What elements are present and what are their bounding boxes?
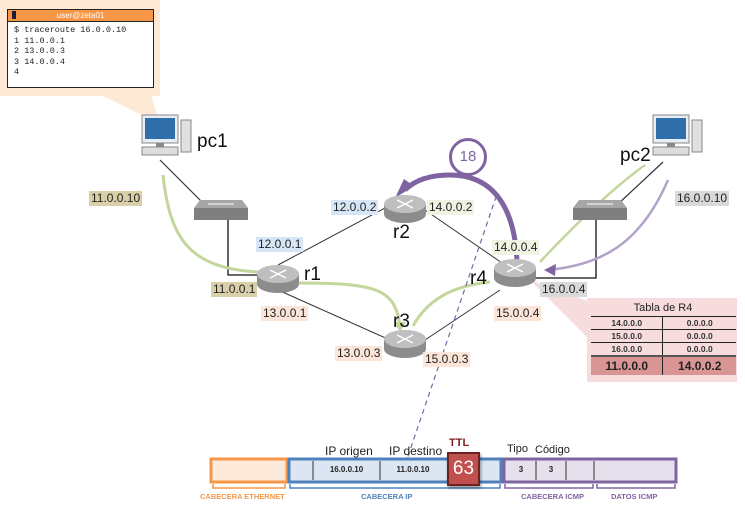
icmp-type-label: Tipo [507, 443, 528, 455]
terminal-line: 1 11.0.0.1 [14, 35, 66, 46]
terminal-title: user@zeta01 [56, 11, 105, 20]
link-r3-r4 [424, 289, 501, 341]
route-destination: 11.0.0.0 [591, 355, 664, 375]
pc2-address: 16.0.0.10 [675, 191, 730, 206]
pc1-computer-icon[interactable] [141, 114, 192, 156]
r3-router-icon[interactable] [384, 330, 426, 358]
route-gateway: 14.0.0.2 [662, 355, 736, 375]
ip-section-label: CABECERA IP [361, 492, 413, 501]
route-gateway: 0.0.0.0 [662, 342, 736, 356]
ip-destination-value: 11.0.0.10 [396, 465, 430, 474]
pc2-computer-icon[interactable] [652, 114, 703, 156]
pc2-label: pc2 [620, 145, 651, 166]
icmp-code-label: Código [535, 444, 570, 456]
icmp-code-value: 3 [548, 465, 554, 474]
link-r1-r2 [277, 207, 386, 266]
link-switch2-r4 [535, 220, 597, 279]
forward-arrowhead-r3 [394, 322, 406, 332]
r4-r2-address: 14.0.0.4 [492, 240, 540, 255]
r3-r1-address: 13.0.0.3 [335, 346, 383, 361]
r2-r4-address: 14.0.0.2 [427, 200, 475, 215]
link-switch1-r1 [227, 220, 265, 276]
icmp-box [502, 457, 678, 484]
terminal-line: $ traceroute 16.0.0.10 [14, 25, 127, 35]
routing-table-title: Tabla de R4 [633, 302, 693, 314]
r4-label: r4 [470, 268, 487, 289]
r1-label: r1 [304, 264, 321, 285]
r2-r1-address: 12.0.0.2 [331, 200, 379, 215]
switch2-icon[interactable] [573, 200, 627, 220]
ip-origin-label: IP origen [325, 444, 373, 458]
ethernet-bracket [212, 484, 286, 489]
forward-path-pc1-r1 [161, 174, 259, 274]
ttl-value: 63 [447, 452, 480, 486]
route-gateway: 0.0.0.0 [662, 316, 736, 330]
terminal-line: 3 14.0.0.4 [14, 56, 66, 67]
reply-path-pc2-r4 [547, 179, 670, 272]
reply-path-r4-r2 [403, 172, 520, 263]
packet-pointer-dashed [404, 196, 497, 466]
pc1-address: 11.0.0.10 [89, 191, 143, 206]
forward-path-r1-r3 [297, 281, 402, 327]
r4-lan-address: 16.0.0.4 [540, 282, 588, 297]
forward-path-r3-r4 [411, 280, 491, 327]
route-destination: 15.0.0.0 [591, 329, 664, 343]
icmp-header-bracket [504, 484, 594, 489]
terminal-line: 4 [14, 67, 20, 77]
terminal-line: 2 13.0.0.3 [14, 46, 66, 56]
ip-destination-label: IP destino [389, 444, 443, 458]
link-r1-r3 [277, 289, 391, 341]
icmp-header-section-label: CABECERA ICMP [521, 492, 585, 501]
r4-router-icon[interactable] [494, 259, 536, 287]
reply-arrowhead-r2 [395, 179, 414, 198]
terminal-titlebar: user@zeta01 [8, 10, 153, 22]
r1-lan-address: 11.0.0.1 [211, 282, 258, 297]
ip-origin-value: 16.0.0.10 [329, 465, 364, 474]
link-pc1-switch1 [159, 159, 206, 206]
link-r2-r4 [424, 209, 506, 266]
icmp-data-bracket [596, 484, 676, 489]
ethernet-section-label: CABECERA ETHERNET [200, 492, 285, 501]
r2-router-icon[interactable] [384, 195, 426, 223]
ip-bracket [289, 484, 501, 489]
ethernet-header-box [209, 457, 289, 484]
terminal-menu-icon[interactable] [12, 11, 16, 19]
r4-r3-address: 15.0.0.4 [494, 306, 542, 321]
r3-label: r3 [393, 311, 410, 332]
r1-r3-address: 13.0.0.1 [261, 306, 309, 321]
route-gateway: 0.0.0.0 [662, 329, 736, 343]
route-destination: 16.0.0.0 [591, 342, 664, 356]
step-number-badge: 18 [449, 138, 487, 176]
r1-router-icon[interactable] [257, 265, 299, 293]
switch1-icon[interactable] [194, 200, 248, 220]
icmp-data-section-label: DATOS ICMP [611, 492, 658, 501]
icmp-type-value: 3 [518, 465, 524, 474]
reply-arrowhead-r4 [544, 264, 556, 276]
ttl-label: TTL [449, 437, 470, 449]
route-destination: 14.0.0.0 [591, 316, 664, 330]
r1-r2-address: 12.0.0.1 [256, 237, 304, 252]
link-pc2-switch2 [616, 161, 664, 206]
r2-label: r2 [393, 222, 410, 243]
r3-r4-address: 15.0.0.3 [423, 352, 471, 367]
pc1-label: pc1 [197, 131, 228, 152]
